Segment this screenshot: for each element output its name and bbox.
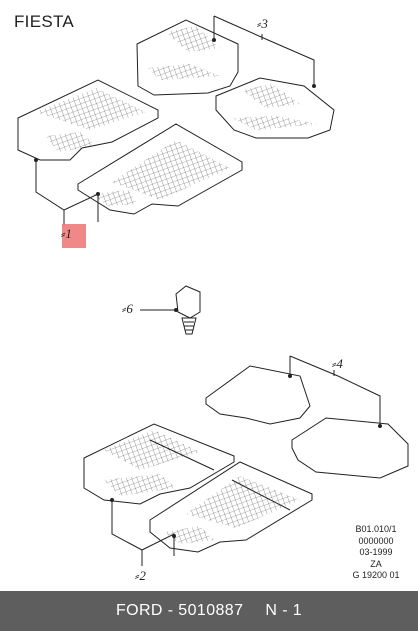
callout-4[interactable]: ⸗4 [332,356,343,371]
callout-1[interactable]: ⸗1 [61,226,72,241]
footer-brand: FORD [115,602,163,619]
reference-line: 03-1999 [359,547,393,557]
callout-4-leader [288,355,382,428]
callout-3[interactable]: ⸗3 [257,16,268,31]
front-mat-left-lower [83,423,235,505]
rear-mat-left-upper [136,19,239,96]
callout-1-highlight[interactable] [62,224,86,248]
clip-part-6 [140,285,201,335]
callout-1-number: 1 [65,226,72,241]
callout-6[interactable]: ⸗6 [122,301,133,316]
parts-diagram [17,15,409,566]
reference-line: ZA [370,558,382,569]
reference-line: 0000000 [358,535,394,546]
callout-6-number: 6 [126,301,133,316]
rear-mat-left-lower [205,365,311,425]
reference-line: G 19200 01 [352,570,400,580]
rear-mat-right-upper [215,77,335,139]
callout-1-leader [34,158,100,226]
front-mat-left-upper [17,79,159,161]
callout-4-number: 4 [336,356,343,371]
footer-separator: - [162,602,179,619]
model-title: FIESTA [14,12,75,31]
reference-block: B01.010/1 0000000 03-1999 ZA G 19200 01 [340,524,412,582]
reference-line: B01.010/1 [355,524,397,534]
callout-2-number: 2 [139,568,146,583]
rear-mat-right-lower [291,417,409,479]
footer-part-number: 5010887 [178,602,244,619]
footer-bar: FORD - 5010887 N - 1 [0,591,418,631]
callout-3-number: 3 [261,16,268,31]
front-mat-right-upper [77,123,243,215]
callout-3-leader [212,15,316,88]
callout-2[interactable]: ⸗2 [135,568,146,583]
callout-2-leader [110,498,176,566]
front-mat-right-lower [149,461,313,553]
footer-page: N - 1 [265,602,303,619]
diagram-drawing [17,15,409,566]
